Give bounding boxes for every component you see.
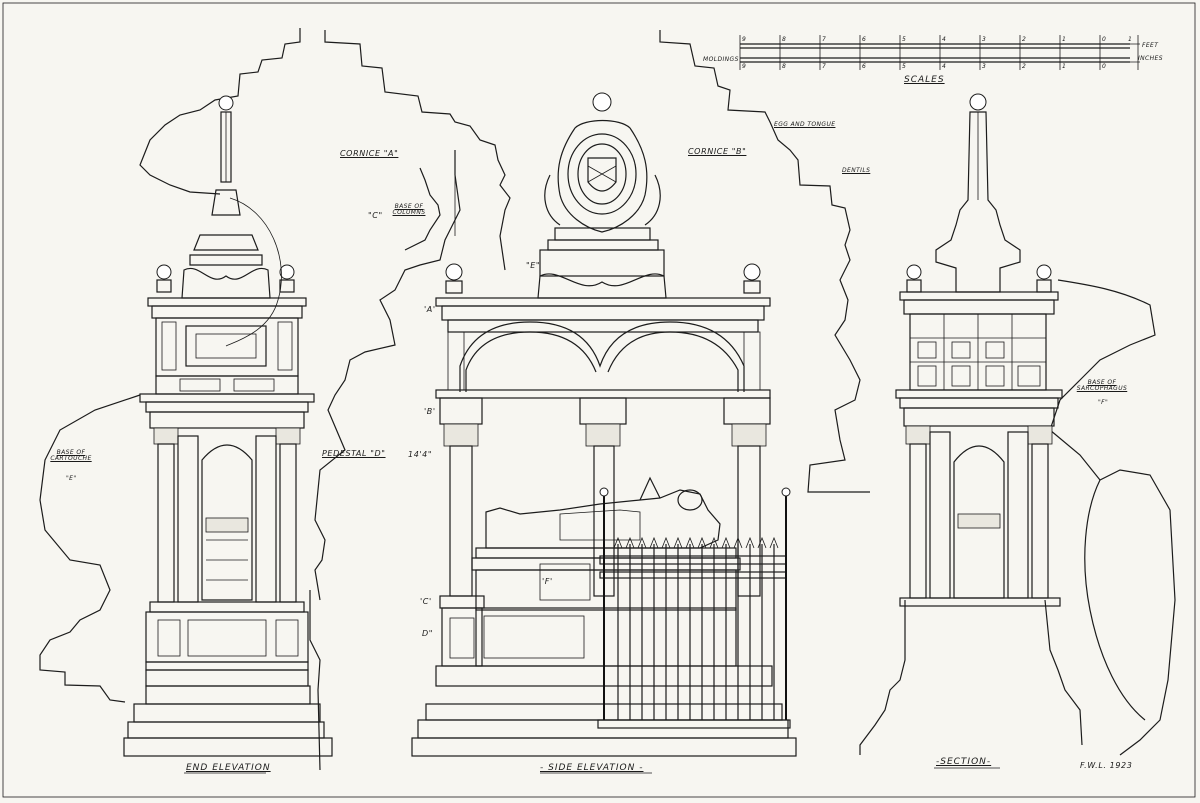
end-elevation-right-profile bbox=[309, 590, 321, 771]
base-of-cartouche-label: BASE OF CARTOUCHE bbox=[50, 449, 92, 462]
mark-b: 'B' bbox=[424, 407, 436, 416]
cornice-a-label: CORNICE "A" bbox=[340, 149, 399, 158]
base-of-cartouche-letter: "E" bbox=[66, 475, 77, 482]
inch-tick: 3 bbox=[982, 63, 987, 70]
scales-title: SCALES bbox=[904, 75, 945, 85]
feet-tick: 7 bbox=[822, 36, 827, 43]
feet-tick: 6 bbox=[862, 36, 867, 43]
dentils-label: DENTILS bbox=[842, 167, 871, 174]
side-elevation-title: - SIDE ELEVATION - bbox=[540, 763, 644, 773]
inch-tick: 0 bbox=[1102, 63, 1107, 70]
feet-tick: 1 bbox=[1062, 36, 1067, 43]
pedestal-d-label: PEDESTAL "D" bbox=[322, 449, 386, 458]
cornice-a-profile bbox=[324, 30, 511, 271]
mark-c: 'C' bbox=[420, 597, 432, 606]
inch-tick: 5 bbox=[902, 63, 907, 70]
section-right-profile bbox=[1044, 599, 1083, 746]
inch-tick: 6 bbox=[862, 63, 867, 70]
feet-tick: 9 bbox=[742, 36, 747, 43]
inch-tick: 9 bbox=[742, 63, 747, 70]
inch-tick: 7 bbox=[822, 63, 827, 70]
mark-e: "E" bbox=[526, 261, 541, 270]
end-elevation-title: END ELEVATION bbox=[186, 763, 271, 773]
feet-tick: 0 bbox=[1102, 36, 1107, 43]
end-elevation-monument bbox=[123, 95, 333, 757]
end-elevation-left-profile bbox=[39, 394, 141, 703]
signature: F.W.L. 1923 bbox=[1080, 761, 1133, 770]
inch-tick: 8 bbox=[782, 63, 787, 70]
cornice-a-lower-profile bbox=[314, 150, 461, 601]
section-left-profile bbox=[859, 600, 906, 755]
feet-tick: 2 bbox=[1022, 36, 1027, 43]
inch-tick: 4 bbox=[942, 63, 947, 70]
mark-f: 'F' bbox=[542, 577, 553, 586]
sarcophagus-base-profile bbox=[1049, 279, 1176, 756]
feet-tick: 8 bbox=[782, 36, 787, 43]
base-of-sarcophagus-letter: "F" bbox=[1098, 399, 1109, 406]
scale-bars bbox=[739, 35, 1140, 70]
mark-d: D" bbox=[422, 629, 434, 638]
inch-tick: 2 bbox=[1022, 63, 1027, 70]
feet-tick: 5 bbox=[902, 36, 907, 43]
scale-feet-label: FEET bbox=[1142, 42, 1159, 49]
cornice-b-label: CORNICE "B" bbox=[688, 147, 747, 156]
base-of-sarcophagus-label: BASE OF SARCOPHAGUS bbox=[1076, 379, 1128, 392]
feet-tick: 1 bbox=[1128, 36, 1133, 43]
cornice-b-profile bbox=[659, 30, 870, 493]
height-note: 14'4" bbox=[408, 450, 433, 459]
sarcophagus-base-inner-profile bbox=[1084, 479, 1146, 721]
iron-railing bbox=[597, 487, 791, 729]
section-title: -SECTION- bbox=[936, 757, 992, 767]
leader-line-end-elevation bbox=[225, 197, 282, 347]
section-monument bbox=[895, 93, 1063, 607]
feet-tick: 4 bbox=[942, 36, 947, 43]
mark-a: 'A' bbox=[424, 305, 436, 314]
base-of-columns-label: BASE OF COLUMNS bbox=[392, 203, 426, 216]
base-of-columns-letter: "C" bbox=[368, 211, 383, 220]
egg-and-tongue-label: EGG AND TONGUE bbox=[774, 121, 836, 128]
end-elevation-cartouche-profile bbox=[139, 28, 301, 195]
inch-tick: 1 bbox=[1062, 63, 1067, 70]
scale-inches-label: INCHES bbox=[1138, 55, 1163, 62]
base-of-columns-profile bbox=[404, 167, 441, 251]
scale-mouldings-label: MOLDINGS bbox=[703, 56, 739, 63]
feet-tick: 3 bbox=[982, 36, 987, 43]
